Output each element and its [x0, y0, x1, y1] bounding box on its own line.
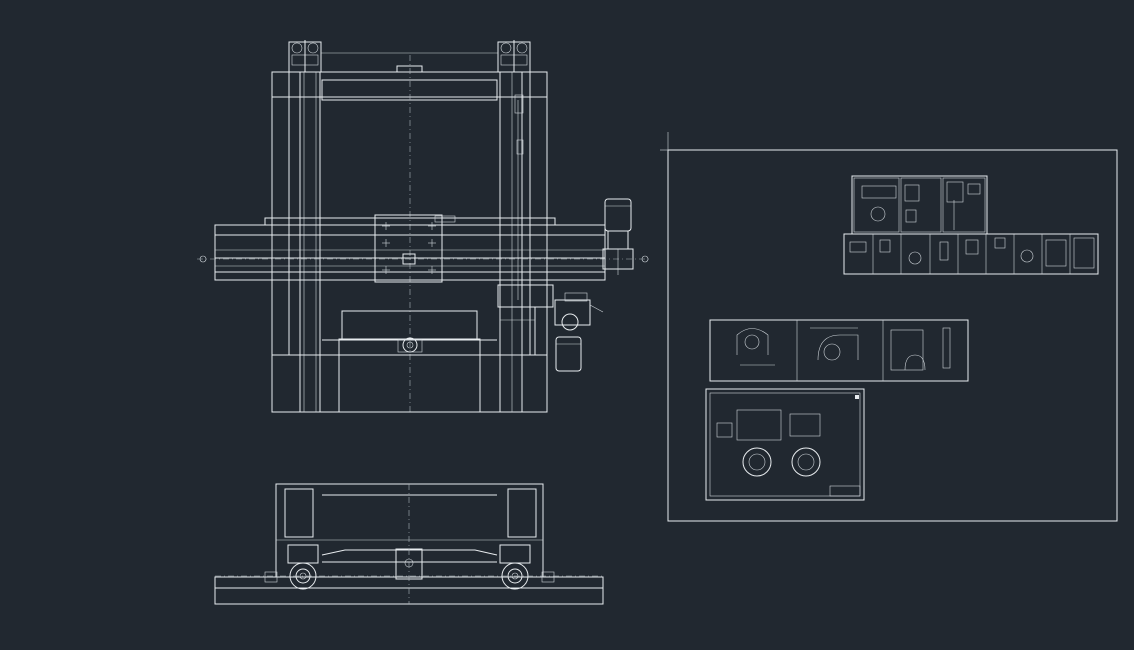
crossbeam — [197, 217, 652, 281]
top-right-carriage — [497, 40, 531, 73]
sheet-group-row4[interactable] — [705, 388, 865, 501]
saddle-plate — [374, 214, 456, 283]
sheet-group-row3[interactable] — [709, 319, 969, 382]
left-wheel-assembly — [264, 544, 319, 590]
sheet-group-row1[interactable] — [851, 175, 988, 235]
gearbox-motor — [497, 284, 604, 372]
sheet-group-row2[interactable] — [843, 233, 1099, 275]
right-wheel-assembly — [499, 544, 555, 590]
layout-frame[interactable] — [660, 132, 1118, 522]
crossbeam-motor — [602, 198, 634, 275]
layout-border — [667, 149, 1118, 522]
machine-frame-outline — [271, 71, 548, 413]
worktable — [272, 310, 547, 413]
front-elevation-drawing[interactable] — [197, 40, 652, 413]
top-left-carriage — [288, 40, 322, 73]
plan-view-drawing[interactable] — [214, 483, 604, 605]
